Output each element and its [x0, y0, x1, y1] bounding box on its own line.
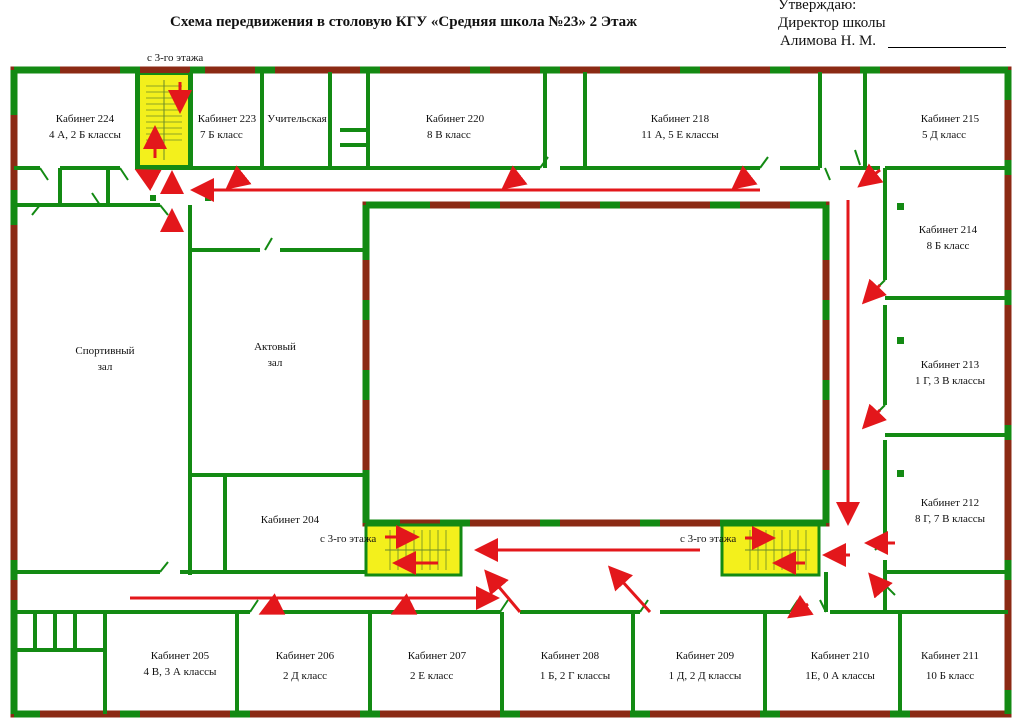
room-classes: 1 Г, 3 В классы [914, 375, 986, 387]
room-name: Кабинет 212 [920, 497, 980, 509]
approve-label: Утверждаю: [778, 0, 857, 13]
room-name-2: зал [97, 361, 113, 373]
room-classes: 1 Б, 2 Г классы [539, 670, 611, 682]
stair-label-right: с 3-го этажа [680, 533, 737, 545]
room-name: Кабинет 209 [675, 650, 735, 662]
room-206: Кабинет 206 2 Д класс [250, 648, 360, 684]
room-classes: 8 Г, 7 В классы [914, 513, 986, 525]
approve-position: Директор школы [778, 15, 886, 31]
room-classes: 4 В, 3 А классы [143, 666, 217, 678]
room-classes: 4 А, 2 Б классы [49, 129, 121, 141]
room-220: Кабинет 220 8 В класс [400, 111, 510, 143]
room-223: Кабинет 223 7 Б класс [194, 111, 260, 143]
room-name: Кабинет 224 [55, 113, 115, 125]
room-212: Кабинет 212 8 Г, 7 В классы [905, 495, 995, 527]
room-207: Кабинет 207 2 Е класс [382, 648, 492, 684]
room-name: Кабинет 205 [150, 650, 210, 662]
room-name: Кабинет 223 [197, 113, 257, 125]
room-218: Кабинет 218 11 А, 5 Е классы [620, 111, 740, 143]
room-classes: 10 Б класс [925, 670, 975, 682]
room-name: Кабинет 218 [650, 113, 710, 125]
room-classes: 2 Д класс [283, 670, 327, 682]
room-name: Актовый [254, 341, 296, 353]
room-classes: 11 А, 5 Е классы [641, 129, 719, 141]
room-name: Кабинет 210 [810, 650, 870, 662]
room-name: Кабинет 206 [275, 650, 335, 662]
room-210: Кабинет 210 1Е, 0 А классы [785, 648, 895, 684]
room-hall: Актовый зал [230, 339, 320, 371]
stairwell-right [720, 523, 821, 577]
room-name: Спортивный [75, 345, 135, 357]
room-name: Кабинет 220 [425, 113, 485, 125]
approval-block: Утверждаю: Директор школы Алимова Н. М. [778, 0, 886, 50]
room-name-2: зал [267, 357, 283, 369]
room-name: Кабинет 211 [921, 650, 979, 662]
room-classes: 5 Д класс [922, 129, 966, 141]
room-gym: Спортивный зал [60, 343, 150, 375]
room-name: Кабинет 207 [407, 650, 467, 662]
page-title: Схема передвижения в столовую КГУ «Средн… [170, 14, 637, 30]
interior-walls [14, 72, 1008, 714]
room-name: Кабинет 208 [540, 650, 600, 662]
room-classes: 1 Д, 2 Д классы [668, 670, 742, 682]
room-classes: 8 В класс [427, 129, 471, 141]
room-214: Кабинет 214 8 Б класс [903, 222, 993, 254]
room-name: Кабинет 213 [920, 359, 980, 371]
room-215: Кабинет 215 5 Д класс [905, 111, 995, 143]
room-classes: 8 Б класс [926, 240, 970, 252]
room-name: Кабинет 214 [918, 224, 978, 236]
room-classes: 1Е, 0 А классы [805, 670, 875, 682]
room-209: Кабинет 209 1 Д, 2 Д классы [650, 648, 760, 684]
room-name: Учительская [267, 113, 327, 125]
room-classes: 7 Б класс [200, 129, 243, 141]
room-teachers: Учительская [262, 111, 332, 127]
room-211: Кабинет 211 10 Б класс [905, 648, 995, 684]
route-arrows [130, 82, 895, 619]
stair-label-middle: с 3-го этажа [320, 533, 377, 545]
approve-signer: Алимова Н. М. [780, 33, 877, 49]
room-205: Кабинет 205 4 В, 3 А классы [125, 648, 235, 680]
room-213: Кабинет 213 1 Г, 3 В классы [905, 357, 995, 389]
stairwell-middle [364, 523, 463, 577]
signature-line [888, 47, 1006, 48]
column-markers [150, 195, 904, 477]
room-name: Кабинет 215 [920, 113, 980, 125]
room-name: Кабинет 204 [260, 514, 320, 526]
stair-label-top: с 3-го этажа [147, 52, 204, 64]
room-224: Кабинет 224 4 А, 2 Б классы [40, 111, 130, 143]
courtyard [362, 201, 830, 527]
room-204: Кабинет 204 [245, 512, 335, 528]
room-208: Кабинет 208 1 Б, 2 Г классы [515, 648, 625, 684]
room-classes: 2 Е класс [410, 670, 454, 682]
